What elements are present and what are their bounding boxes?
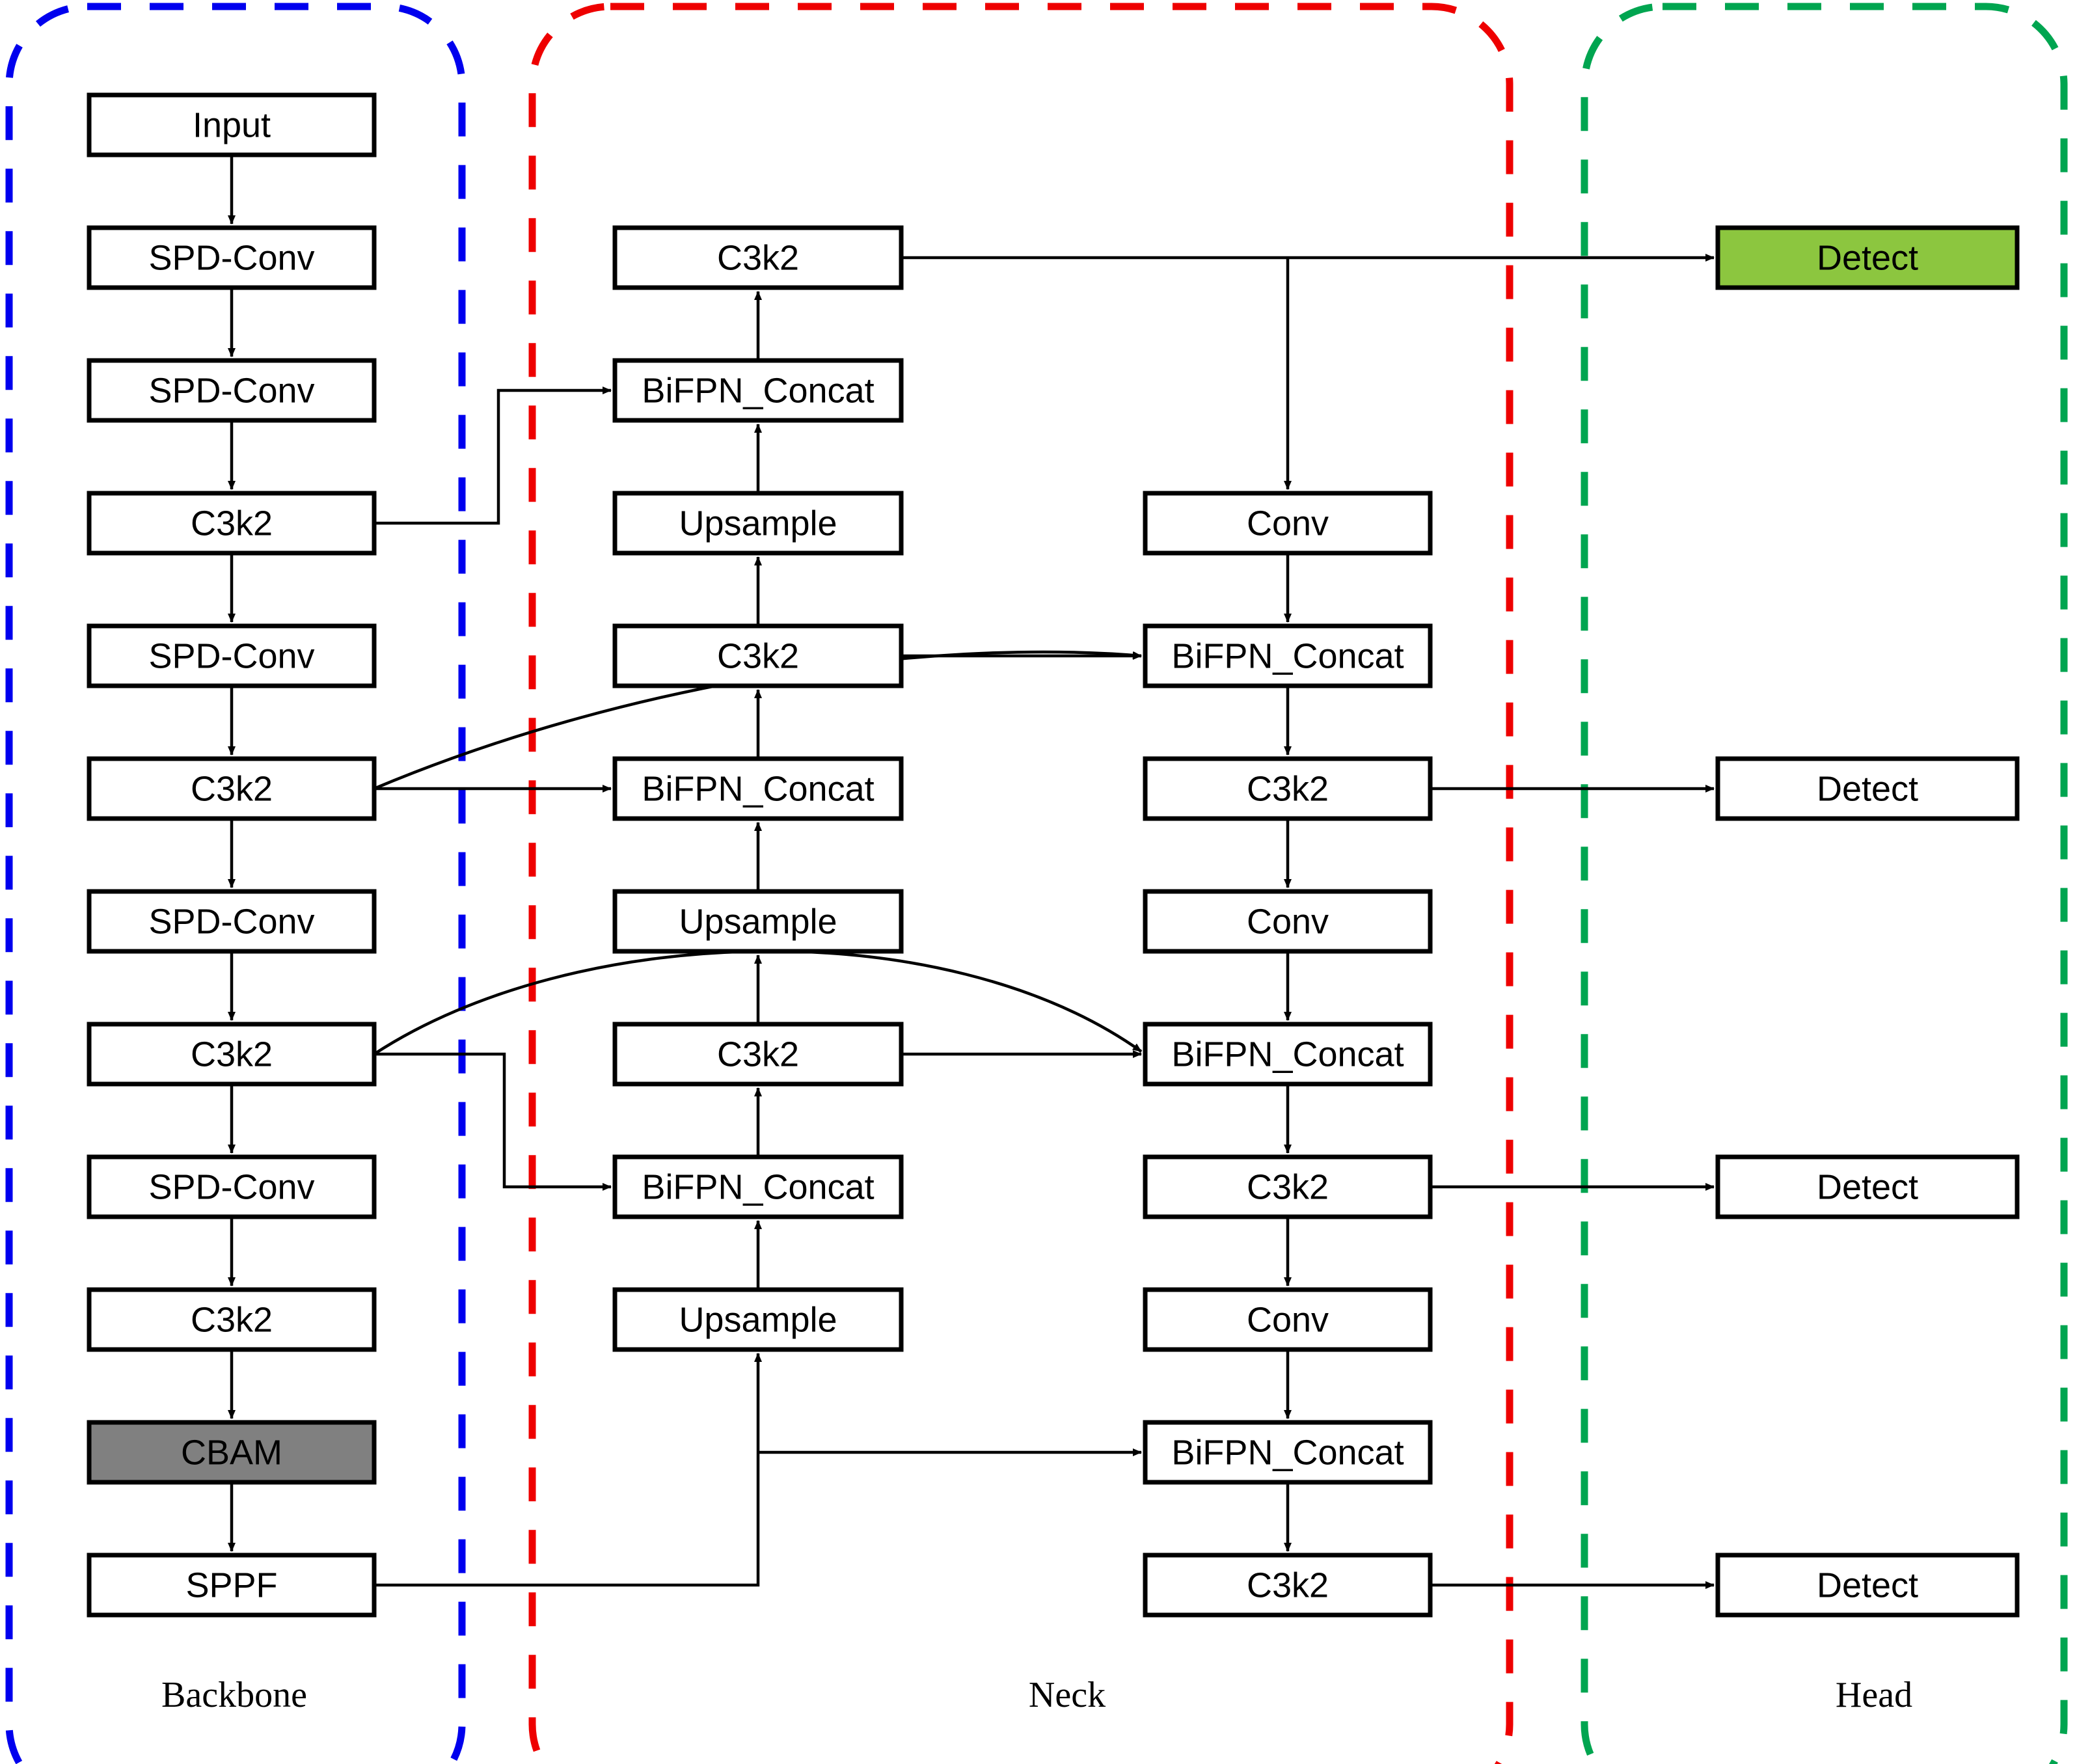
group-label-head: Head <box>1836 1675 1912 1715</box>
node-backbone-c3k2-2[interactable]: C3k2 <box>87 756 377 821</box>
node-detect-4[interactable]: Detect <box>1715 1553 2020 1618</box>
backbone-container <box>5 3 466 1764</box>
node-detect-3[interactable]: Detect <box>1715 1154 2020 1219</box>
node-backbone-c3k2-4[interactable]: C3k2 <box>87 1287 377 1352</box>
node-upsample-1[interactable]: Upsample <box>612 491 904 556</box>
group-label-neck: Neck <box>1029 1675 1106 1715</box>
node-bifpn-concat-4[interactable]: BiFPN_Concat <box>1143 623 1433 688</box>
node-spd-conv-1[interactable]: SPD-Conv <box>87 225 377 290</box>
node-sppf[interactable]: SPPF <box>87 1553 377 1618</box>
node-bifpn-concat-6[interactable]: BiFPN_Concat <box>1143 1420 1433 1485</box>
node-detect-2[interactable]: Detect <box>1715 756 2020 821</box>
node-neck-right-c3k2-2[interactable]: C3k2 <box>1143 1154 1433 1219</box>
node-conv-1[interactable]: Conv <box>1143 491 1433 556</box>
node-neck-right-c3k2-1[interactable]: C3k2 <box>1143 756 1433 821</box>
node-bifpn-concat-5[interactable]: BiFPN_Concat <box>1143 1022 1433 1087</box>
node-cbam[interactable]: CBAM <box>87 1420 377 1485</box>
node-bifpn-concat-3[interactable]: BiFPN_Concat <box>612 1154 904 1219</box>
group-label-backbone: Backbone <box>161 1675 307 1715</box>
neck-container <box>528 3 1514 1764</box>
node-conv-3[interactable]: Conv <box>1143 1287 1433 1352</box>
node-backbone-c3k2-3[interactable]: C3k2 <box>87 1022 377 1087</box>
node-neck-right-c3k2-3[interactable]: C3k2 <box>1143 1553 1433 1618</box>
group-containers <box>5 3 2068 1764</box>
node-spd-conv-4[interactable]: SPD-Conv <box>87 889 377 954</box>
node-bifpn-concat-2[interactable]: BiFPN_Concat <box>612 756 904 821</box>
group-labels: Backbone Neck Head <box>161 1675 1912 1715</box>
node-upsample-3[interactable]: Upsample <box>612 1287 904 1352</box>
edge-sppf-upsample3 <box>374 1353 762 1587</box>
node-input[interactable]: Input <box>87 92 377 157</box>
node-spd-conv-3[interactable]: SPD-Conv <box>87 623 377 688</box>
node-neck-c3k2-mid[interactable]: C3k2 <box>612 623 904 688</box>
nodes: Input SPD-Conv SPD-Conv C3k2 SPD-Conv C3… <box>87 92 2020 1618</box>
node-neck-c3k2-bottom[interactable]: C3k2 <box>612 1022 904 1087</box>
edge-c3k2c-bifpnconcat3 <box>374 1052 612 1191</box>
node-bifpn-concat-1[interactable]: BiFPN_Concat <box>612 358 904 423</box>
edge-c3k2a-bifpnconcat1 <box>374 387 612 525</box>
node-upsample-2[interactable]: Upsample <box>612 889 904 954</box>
head-container <box>1581 3 2068 1764</box>
node-conv-2[interactable]: Conv <box>1143 889 1433 954</box>
node-spd-conv-5[interactable]: SPD-Conv <box>87 1154 377 1219</box>
edges <box>228 155 1715 1589</box>
node-backbone-c3k2-1[interactable]: C3k2 <box>87 491 377 556</box>
node-spd-conv-2[interactable]: SPD-Conv <box>87 358 377 423</box>
node-detect-1[interactable]: Detect <box>1715 225 2020 290</box>
node-neck-c3k2-top[interactable]: C3k2 <box>612 225 904 290</box>
